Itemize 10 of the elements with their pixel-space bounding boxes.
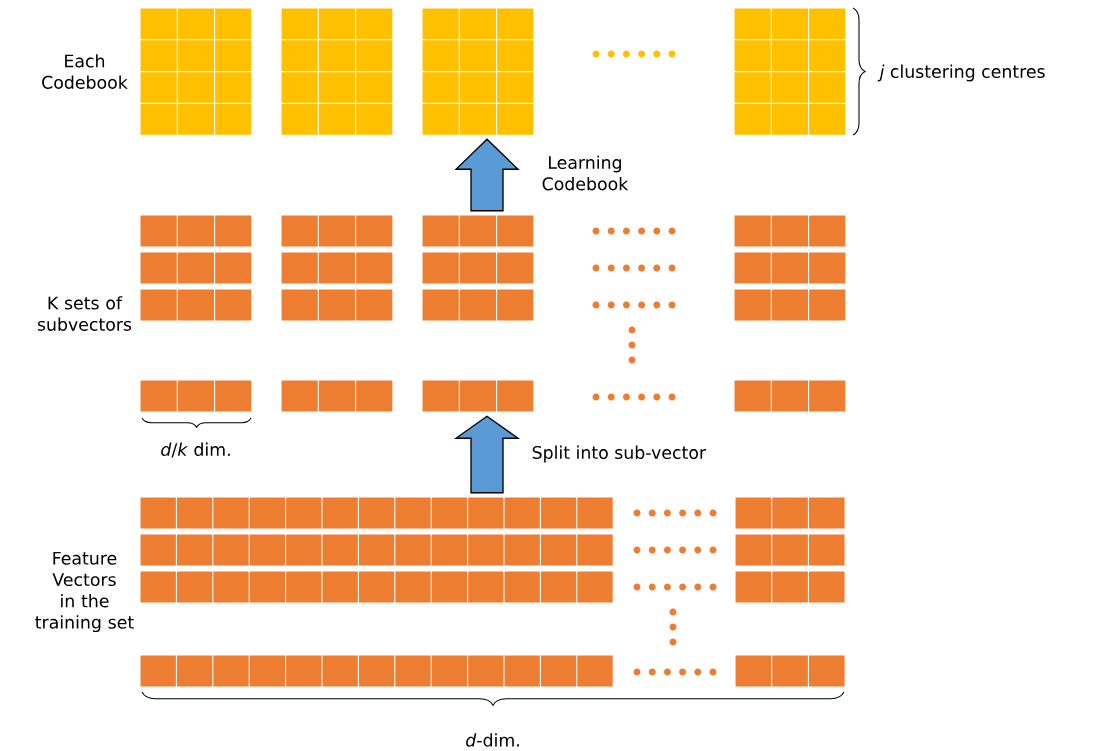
dimension-label: d-dim. — [466, 733, 519, 747]
row-label: K sets of subvectors — [37, 296, 132, 331]
row-label: Each Codebook — [42, 54, 128, 89]
dimension-label: d/k dim. — [161, 442, 230, 458]
block-arrow — [453, 415, 521, 494]
row-label: Feature Vectors in the training set — [35, 551, 134, 633]
block-arrow — [454, 138, 520, 212]
edge-label: Split into sub-vector — [532, 445, 707, 463]
edge-label: Learning Codebook — [542, 155, 629, 191]
dimension-label: j clustering centres — [877, 64, 1045, 82]
